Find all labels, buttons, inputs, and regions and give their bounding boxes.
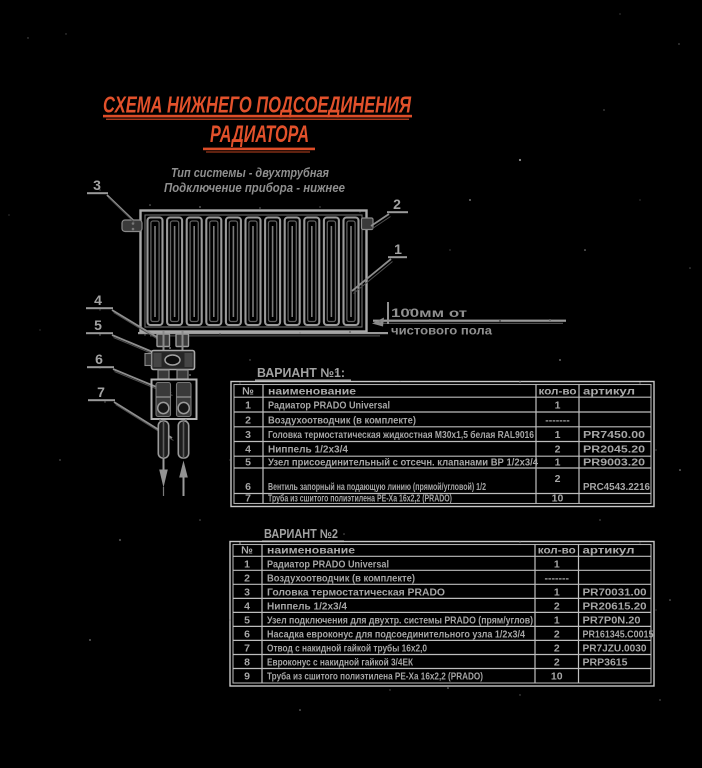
svg-text:кол-во: кол-во bbox=[539, 387, 577, 398]
svg-text:5: 5 bbox=[245, 457, 251, 469]
svg-text:3: 3 bbox=[244, 587, 250, 599]
svg-text:Узел подключения для двухтр. с: Узел подключения для двухтр. системы PRA… bbox=[267, 616, 533, 627]
svg-text:чистового пола: чистового пола bbox=[391, 326, 493, 338]
svg-text:Отвод с накидной гайкой трубы: Отвод с накидной гайкой трубы 16х2,0 bbox=[267, 643, 427, 655]
svg-text:Узел присоединительный с отсеч: Узел присоединительный с отсечн. клапана… bbox=[268, 458, 538, 469]
svg-text:1: 1 bbox=[554, 615, 560, 627]
svg-text:2: 2 bbox=[244, 573, 250, 585]
svg-text:7: 7 bbox=[245, 493, 251, 505]
svg-text:6: 6 bbox=[95, 351, 103, 367]
svg-text:1: 1 bbox=[394, 241, 402, 257]
svg-text:СХЕМА НИЖНЕГО ПОДСОЕДИНЕНИЯ: СХЕМА НИЖНЕГО ПОДСОЕДИНЕНИЯ bbox=[103, 92, 412, 118]
svg-text:7: 7 bbox=[97, 384, 105, 400]
svg-text:2: 2 bbox=[555, 444, 561, 456]
svg-text:1: 1 bbox=[554, 559, 560, 571]
svg-text:9: 9 bbox=[244, 671, 250, 683]
svg-text:ВАРИАНТ №2: ВАРИАНТ №2 bbox=[264, 527, 338, 541]
svg-text:PR7P0N.20: PR7P0N.20 bbox=[583, 616, 641, 627]
svg-text:Головка термостатическая PRADO: Головка термостатическая PRADO bbox=[267, 588, 445, 599]
svg-text:1: 1 bbox=[244, 559, 250, 571]
svg-text:8: 8 bbox=[244, 657, 250, 669]
svg-text:Тип системы - двухтрубная: Тип системы - двухтрубная bbox=[171, 166, 330, 180]
svg-text:№: № bbox=[242, 386, 254, 398]
svg-text:наименование: наименование bbox=[268, 386, 356, 398]
svg-text:1: 1 bbox=[555, 429, 561, 441]
svg-text:PR9003.20: PR9003.20 bbox=[583, 458, 646, 469]
svg-text:РАДИАТОРА: РАДИАТОРА bbox=[210, 121, 309, 148]
svg-text:4: 4 bbox=[245, 444, 251, 456]
svg-text:Воздухоотводчик (в комплекте): Воздухоотводчик (в комплекте) bbox=[267, 574, 415, 585]
svg-text:кол-во: кол-во bbox=[538, 546, 576, 557]
svg-text:Ниппель 1/2х3/4: Ниппель 1/2х3/4 bbox=[268, 445, 348, 456]
svg-text:№: № bbox=[241, 545, 253, 557]
svg-text:2: 2 bbox=[555, 473, 561, 485]
svg-text:2: 2 bbox=[554, 601, 560, 613]
svg-text:10: 10 bbox=[552, 493, 564, 505]
svg-text:артикул: артикул bbox=[583, 386, 635, 398]
svg-text:10: 10 bbox=[551, 671, 563, 683]
svg-text:PR7450.00: PR7450.00 bbox=[583, 430, 646, 441]
svg-text:5: 5 bbox=[244, 615, 250, 627]
svg-text:-------: ------- bbox=[545, 415, 570, 427]
svg-text:1: 1 bbox=[555, 457, 561, 469]
svg-text:Вентиль запорный на подающую л: Вентиль запорный на подающую линию (прям… bbox=[268, 482, 486, 493]
svg-text:ВАРИАНТ №1:: ВАРИАНТ №1: bbox=[257, 366, 345, 380]
svg-text:2: 2 bbox=[554, 629, 560, 641]
svg-text:PR20615.20: PR20615.20 bbox=[583, 602, 647, 613]
svg-text:6: 6 bbox=[244, 629, 250, 641]
svg-text:PR70031.00: PR70031.00 bbox=[583, 588, 647, 599]
svg-text:Радиатор PRADO Universal: Радиатор PRADO Universal bbox=[268, 401, 390, 412]
svg-text:2: 2 bbox=[554, 657, 560, 669]
svg-text:артикул: артикул bbox=[583, 545, 635, 557]
svg-text:Подключение прибора - нижнее: Подключение прибора - нижнее bbox=[164, 181, 345, 195]
svg-text:2: 2 bbox=[554, 643, 560, 655]
svg-text:PR2045.20: PR2045.20 bbox=[583, 445, 646, 456]
svg-text:Ниппель 1/2х3/4: Ниппель 1/2х3/4 bbox=[267, 602, 347, 613]
svg-text:Труба из сшитого полиэтилена P: Труба из сшитого полиэтилена PE-Xa 16х2,… bbox=[268, 493, 452, 505]
svg-text:PRC4543.2216: PRC4543.2216 bbox=[583, 482, 650, 493]
svg-text:100мм от: 100мм от bbox=[391, 308, 468, 320]
svg-text:1: 1 bbox=[245, 400, 251, 412]
svg-text:PR161345.C0015: PR161345.C0015 bbox=[583, 630, 654, 641]
svg-text:2: 2 bbox=[393, 196, 401, 212]
svg-text:PRP3615: PRP3615 bbox=[583, 658, 628, 669]
svg-text:Труба из сшитого полиэтилена P: Труба из сшитого полиэтилена PE-Xa 16х2,… bbox=[267, 671, 483, 683]
svg-text:3: 3 bbox=[93, 177, 101, 193]
svg-text:1: 1 bbox=[555, 400, 561, 412]
svg-text:Головка термостатическая жидко: Головка термостатическая жидкостная М30х… bbox=[268, 429, 534, 441]
svg-text:PR7JZU.0030: PR7JZU.0030 bbox=[583, 644, 647, 655]
svg-text:7: 7 bbox=[244, 643, 250, 655]
svg-text:5: 5 bbox=[94, 317, 102, 333]
svg-text:3: 3 bbox=[245, 429, 251, 441]
svg-text:Воздухоотводчик (в комплекте): Воздухоотводчик (в комплекте) bbox=[268, 416, 416, 427]
svg-text:4: 4 bbox=[244, 601, 250, 613]
svg-text:Насадка евроконус для подсоеди: Насадка евроконус для подсоединительного… bbox=[267, 630, 525, 641]
svg-text:1: 1 bbox=[554, 587, 560, 599]
svg-text:-------: ------- bbox=[545, 573, 570, 585]
svg-text:Евроконус с накидной гайкой 3/: Евроконус с накидной гайкой 3/4ЕК bbox=[267, 658, 414, 669]
svg-text:Радиатор PRADO Universal: Радиатор PRADO Universal bbox=[267, 560, 389, 571]
svg-text:наименование: наименование bbox=[267, 545, 355, 557]
svg-text:2: 2 bbox=[245, 415, 251, 427]
svg-text:4: 4 bbox=[94, 292, 102, 308]
svg-text:6: 6 bbox=[245, 481, 251, 493]
